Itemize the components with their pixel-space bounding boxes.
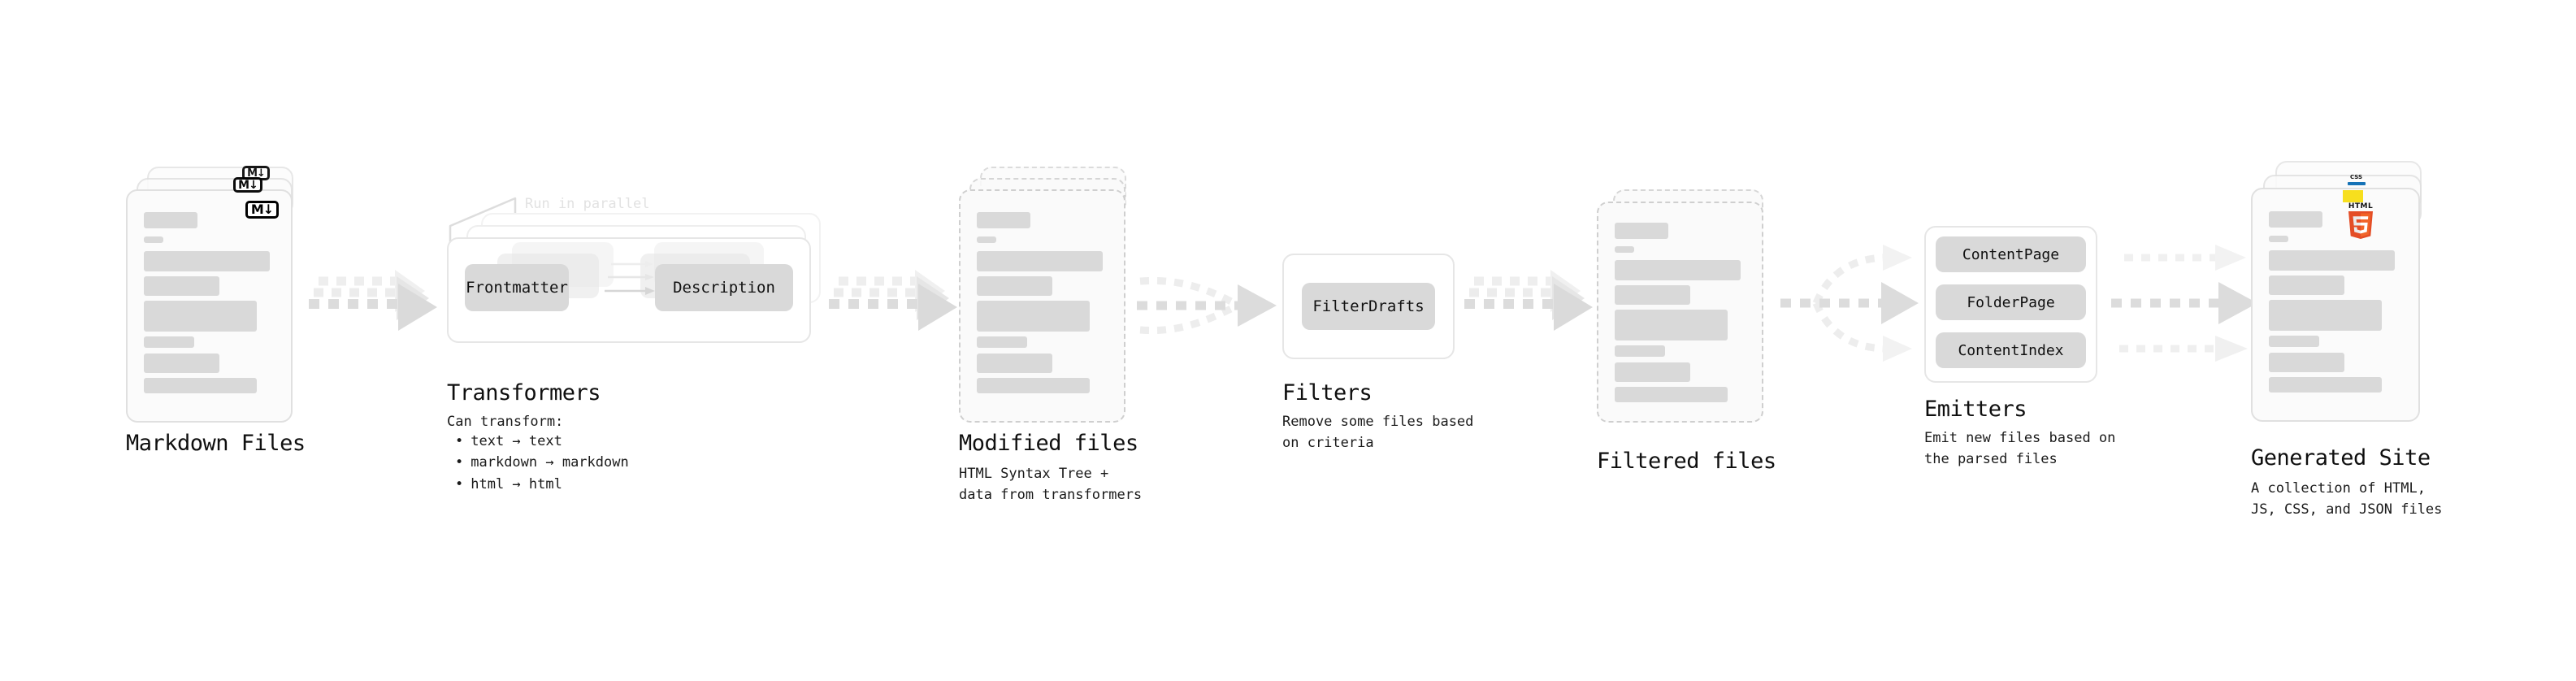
markdown-logo-text: M↓: [250, 202, 274, 217]
skeleton-line: [977, 212, 1030, 228]
html5-logo-label: HTML: [2348, 202, 2374, 210]
css-logo-icon: [2348, 182, 2366, 185]
filtered-card-stack: [1597, 189, 1772, 425]
skeleton-line: [1615, 260, 1741, 280]
stage-title-modified-files: Modified files: [959, 431, 1138, 456]
emitter-pill-folderpage[interactable]: FolderPage: [1936, 284, 2086, 320]
skeleton-line: [2269, 275, 2344, 295]
skeleton-line: [1615, 310, 1728, 340]
skeleton-line: [2269, 377, 2382, 393]
stage-markdown-files: M↓ M↓ M↓: [126, 166, 301, 423]
js-logo-icon: [2343, 190, 2363, 202]
stage-title-filters: Filters: [1282, 380, 1373, 406]
skeleton-line: [144, 251, 270, 271]
arrow-transformers-to-modified: [829, 270, 957, 331]
skeleton-line: [977, 354, 1052, 373]
markdown-logo-text: M↓: [238, 178, 258, 192]
filtered-card-front: [1597, 202, 1763, 423]
generated-card-stack: CSS HTML: [2251, 161, 2434, 429]
emitter-pill-contentindex[interactable]: ContentIndex: [1936, 332, 2086, 368]
skeleton-line: [977, 378, 1090, 393]
modified-card-stack: [959, 167, 1134, 423]
transformer-pill-frontmatter[interactable]: Frontmatter: [465, 264, 569, 311]
skeleton-line: [2269, 250, 2395, 271]
stage-generated-site: CSS HTML: [2251, 161, 2434, 429]
markdown-logo-text: M↓: [247, 167, 266, 180]
skeleton-line: [144, 336, 194, 348]
modified-files-subtitle: HTML Syntax Tree + data from transformer…: [959, 466, 1143, 504]
skeleton-line: [2269, 211, 2322, 228]
generated-site-subtitle: A collection of HTML, JS, CSS, and JSON …: [2251, 480, 2443, 518]
filter-pill-filterdrafts[interactable]: FilterDrafts: [1302, 283, 1435, 330]
skeleton-line: [2269, 236, 2288, 242]
transformer-inner-arrows: [605, 261, 655, 295]
modified-card-front: [959, 189, 1125, 423]
arrow-filters-to-filtered: [1464, 270, 1593, 331]
skeleton-line: [977, 251, 1103, 271]
markdown-logo-icon: M↓: [245, 201, 279, 219]
run-in-parallel-label: Run in parallel: [525, 196, 650, 212]
transformer-bullet: text → text: [455, 431, 629, 452]
markdown-logo-icon: M↓: [233, 177, 262, 193]
arrow-emitters-to-site: [2111, 245, 2257, 362]
skeleton-line: [1615, 223, 1668, 239]
filter-pill-label: FilterDrafts: [1312, 297, 1425, 315]
skeleton-line: [2269, 336, 2319, 347]
transformer-pill-label: Description: [673, 279, 775, 297]
stage-title-filtered-files: Filtered files: [1597, 449, 1776, 474]
skeleton-line: [977, 336, 1027, 348]
markdown-card-front: [126, 189, 293, 423]
skeleton-line: [2269, 353, 2344, 372]
generated-card-front: [2251, 188, 2420, 422]
transformer-bullet: markdown → markdown: [455, 452, 628, 473]
transformer-pill-label: Frontmatter: [466, 279, 568, 297]
stage-title-markdown-files: Markdown Files: [126, 431, 306, 456]
arrow-markdown-to-transformers: [309, 270, 437, 331]
emitter-pill-contentpage[interactable]: ContentPage: [1936, 236, 2086, 272]
skeleton-line: [977, 236, 996, 243]
skeleton-line: [144, 236, 163, 243]
skeleton-line: [144, 354, 219, 373]
transformers-subtitle: Can transform:: [447, 414, 564, 430]
markdown-card-stack: M↓ M↓ M↓: [126, 166, 301, 423]
skeleton-line: [144, 212, 197, 228]
arrow-modified-to-filters: [1137, 276, 1277, 335]
transformers-bullets: text → text markdown → markdown html → h…: [447, 431, 629, 495]
skeleton-line: [1615, 345, 1665, 357]
stage-modified-files: [959, 167, 1134, 423]
html5-logo-icon: HTML: [2347, 203, 2374, 240]
skeleton-line: [2269, 300, 2382, 331]
skeleton-line: [144, 276, 219, 296]
skeleton-line: [1615, 387, 1728, 402]
stage-filtered-files: [1597, 189, 1772, 425]
html5-shield-icon: [2348, 211, 2374, 239]
transformer-pill-description[interactable]: Description: [655, 264, 793, 311]
run-in-parallel-bracket: [449, 197, 517, 244]
stage-title-emitters: Emitters: [1924, 397, 2027, 422]
emitter-pill-label: FolderPage: [1967, 293, 2055, 311]
emitter-pill-label: ContentIndex: [1958, 341, 2064, 359]
transformer-bullet: html → html: [455, 474, 629, 495]
stage-title-generated-site: Generated Site: [2251, 445, 2431, 471]
skeleton-line: [144, 378, 257, 393]
skeleton-line: [144, 301, 257, 332]
skeleton-line: [1615, 285, 1690, 305]
skeleton-line: [1615, 246, 1634, 253]
stage-title-transformers: Transformers: [447, 380, 601, 406]
css-logo-label: CSS: [2350, 174, 2363, 180]
emitter-pill-label: ContentPage: [1962, 245, 2060, 263]
skeleton-line: [977, 301, 1090, 332]
skeleton-line: [1615, 362, 1690, 382]
skeleton-line: [977, 276, 1052, 296]
arrow-filtered-to-emitters: [1780, 245, 1919, 362]
emitters-subtitle: Emit new files based on the parsed files: [1924, 430, 2116, 468]
filters-subtitle: Remove some files based on criteria: [1282, 414, 1474, 452]
